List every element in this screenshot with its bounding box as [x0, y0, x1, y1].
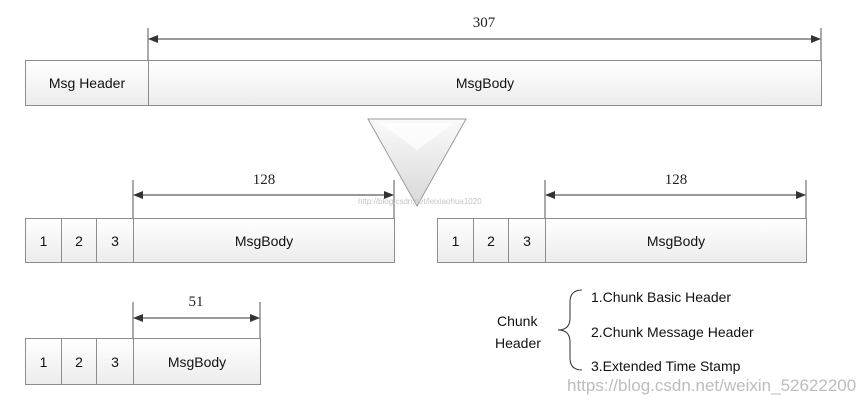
cell-label: 2	[75, 232, 83, 249]
right-chunk-cell-1: 1	[437, 218, 474, 263]
msg-body-label: MsgBody	[455, 75, 515, 91]
chunk-body-label: MsgBody	[234, 232, 294, 249]
bottom-chunk-cell-2: 2	[61, 338, 97, 385]
bottom-chunk-cell-3: 3	[96, 338, 134, 385]
right-chunk-cell-2: 2	[473, 218, 509, 263]
center-watermark: http://blog.csdn.net/leixiaohua1020	[358, 197, 482, 206]
big-down-arrow	[367, 118, 467, 208]
legend-item-3: 3.Extended Time Stamp	[591, 358, 741, 374]
left-chunk-cell-2: 2	[61, 218, 97, 263]
cell-label: 1	[451, 232, 460, 249]
msg-header-box: Msg Header	[25, 60, 149, 106]
left-chunk-cell-3: 3	[96, 218, 134, 263]
top-dimension-label: 307	[472, 15, 496, 31]
cell-label: 1	[39, 232, 48, 249]
right-chunk-cell-3: 3	[508, 218, 546, 263]
right-chunk-dimension-label: 128	[664, 172, 688, 188]
chunk-body-label: MsgBody	[167, 353, 227, 370]
bottom-chunk-cell-1: 1	[25, 338, 62, 385]
left-chunk-body: MsgBody	[133, 218, 395, 263]
cell-label: 2	[487, 232, 495, 249]
cell-label: 3	[111, 232, 119, 249]
bottom-chunk-dimension-label: 51	[188, 294, 204, 310]
left-chunk-dimension-label: 128	[252, 172, 276, 188]
left-chunk-cell-1: 1	[25, 218, 62, 263]
msg-body-box: MsgBody	[148, 60, 822, 106]
cell-label: 3	[111, 353, 119, 370]
legend-brace	[557, 289, 583, 371]
chunk-body-label: MsgBody	[646, 232, 706, 249]
msg-header-label: Msg Header	[48, 75, 126, 91]
legend-title-line1: Chunk	[497, 313, 538, 329]
right-chunk-body: MsgBody	[545, 218, 807, 263]
cell-label: 2	[75, 353, 83, 370]
legend-title-line2: Header	[495, 335, 541, 351]
cell-label: 1	[39, 353, 48, 370]
cell-label: 3	[523, 232, 531, 249]
legend-item-2: 2.Chunk Message Header	[591, 324, 754, 340]
legend-item-1: 1.Chunk Basic Header	[591, 289, 732, 305]
bottom-watermark: https://blog.csdn.net/weixin_52622200	[567, 376, 856, 395]
bottom-chunk-body: MsgBody	[133, 338, 261, 385]
